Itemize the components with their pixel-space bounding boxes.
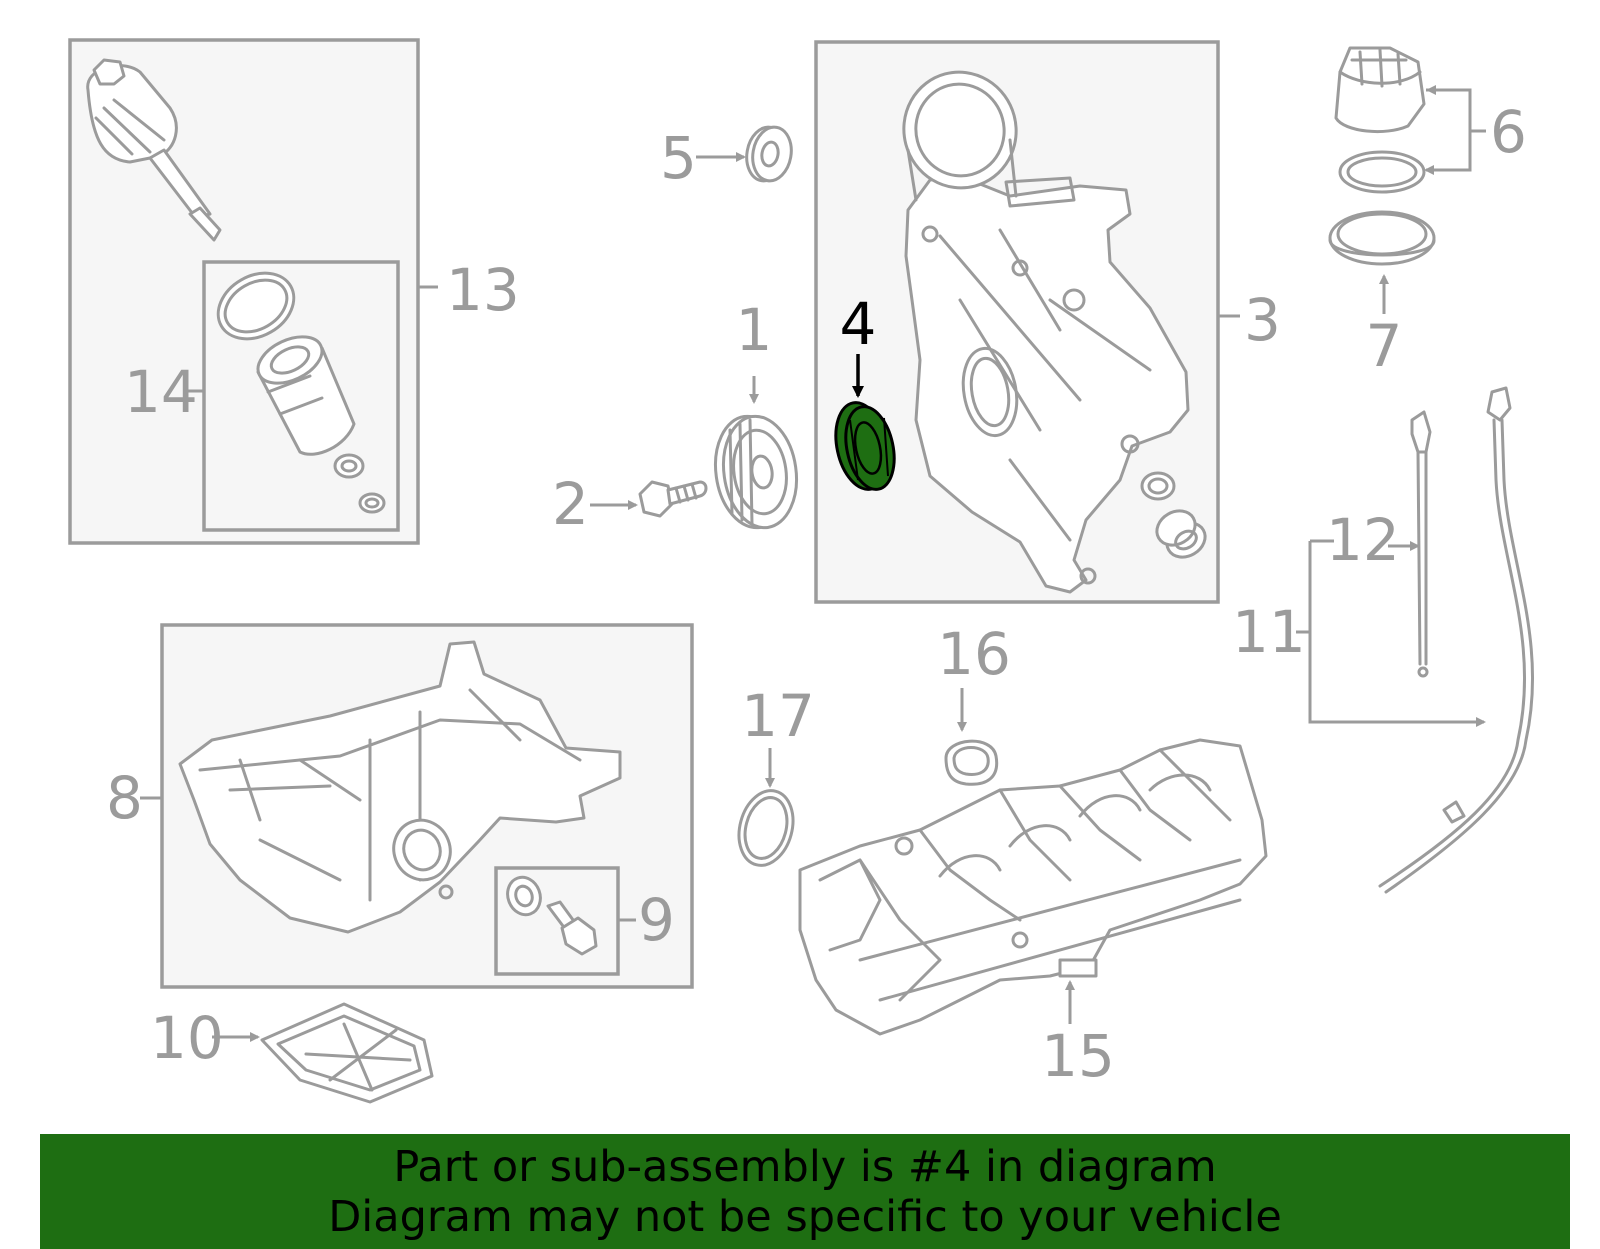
gasket-16 <box>944 739 999 786</box>
callout-12: 12 <box>1326 506 1400 574</box>
callout-7: 7 <box>1366 312 1403 380</box>
callout-14: 14 <box>124 358 198 426</box>
callout-17: 17 <box>741 682 815 750</box>
callout-10: 10 <box>150 1004 224 1072</box>
notice-banner: Part or sub-assembly is #4 in diagram Di… <box>40 1134 1570 1249</box>
oil-filler-cap <box>1334 46 1426 134</box>
oil-pan <box>178 640 622 934</box>
dipstick-12 <box>1410 410 1432 678</box>
cover-neck <box>902 70 1018 190</box>
oil-pan-gasket-10 <box>260 1002 434 1104</box>
drain-plug <box>546 900 598 956</box>
callout-6: 6 <box>1490 98 1527 166</box>
oil-filter-element <box>256 335 356 456</box>
callout-16: 16 <box>937 620 1011 688</box>
cover-seal-ring <box>1140 471 1176 501</box>
callout-13: 13 <box>446 256 520 324</box>
callout-8: 8 <box>106 764 143 832</box>
seal-ring-small <box>333 453 365 479</box>
callout-1: 1 <box>736 296 773 364</box>
notice-line-1: Part or sub-assembly is #4 in diagram <box>393 1142 1217 1192</box>
timing-cover-group <box>814 40 1240 604</box>
cover-plug <box>1155 509 1207 559</box>
oil-pan-group <box>140 623 694 989</box>
part-4-crankshaft-seal[interactable] <box>828 398 901 494</box>
seal-5 <box>745 125 793 183</box>
drain-plug-washer <box>506 875 542 917</box>
callout-9: 9 <box>638 886 675 954</box>
pulley-bolt <box>638 480 708 518</box>
callout-2: 2 <box>552 470 589 538</box>
dipstick-11 <box>1378 386 1535 894</box>
callout-3: 3 <box>1244 286 1281 354</box>
parts-diagram: 1 2 3 4 5 6 7 8 9 10 11 12 13 14 15 16 1… <box>68 38 1535 1104</box>
callout-5: 5 <box>660 124 697 192</box>
crankshaft-pulley <box>714 414 798 530</box>
callout-15: 15 <box>1041 1022 1115 1090</box>
oil-filter-cap <box>86 58 222 242</box>
oil-filter-housing-group <box>68 38 438 545</box>
seal-ring-smaller <box>358 492 386 514</box>
callout-4: 4 <box>840 290 877 358</box>
notice-line-2: Diagram may not be specific to your vehi… <box>328 1192 1282 1242</box>
callout-11: 11 <box>1232 598 1306 666</box>
intake-manifold <box>798 738 1268 1036</box>
filler-neck-seal <box>1328 210 1436 266</box>
